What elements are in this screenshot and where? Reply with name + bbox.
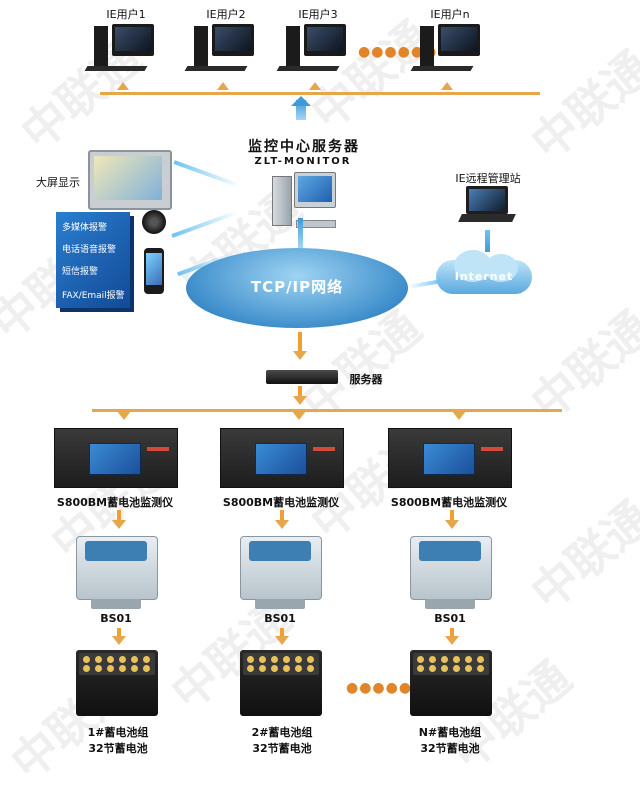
watermark: 中联通 xyxy=(520,490,640,621)
down-arrow-icon xyxy=(280,628,284,638)
bs01-label-2: BS01 xyxy=(264,612,296,625)
speaker-icon xyxy=(142,210,166,234)
monitor-server-subtitle: ZLT-MONITOR xyxy=(254,156,352,167)
network-up-arrow-head xyxy=(291,96,311,106)
battery-group-cells-2: 32节蓄电池 xyxy=(252,742,312,755)
monitor-label-1: S800BM蓄电池监测仪 xyxy=(56,496,174,509)
s800bm-monitor-device xyxy=(388,428,512,488)
ie-user-label-1: IE用户1 xyxy=(106,8,146,21)
remote-station-label: IE远程管理站 xyxy=(455,172,521,185)
monitor-bus-line xyxy=(92,409,562,412)
monitor-label-3: S800BM蓄电池监测仪 xyxy=(390,496,508,509)
down-arrow-icon xyxy=(112,636,126,645)
monitor-server-title: 监控中心服务器 xyxy=(248,139,360,155)
bs01-label-1: BS01 xyxy=(100,612,132,625)
up-arrow-icon xyxy=(217,82,229,90)
pc-workstation-icon xyxy=(410,24,482,74)
laptop-icon xyxy=(458,186,516,226)
big-screen-arrow xyxy=(173,160,241,188)
down-arrow-icon xyxy=(450,510,454,522)
internet-cloud: Internet xyxy=(436,250,532,294)
bs01-module-device xyxy=(410,536,492,609)
network-label: TCP/IP网络 xyxy=(250,278,344,296)
ie-user-label-2: IE用户2 xyxy=(206,8,246,21)
server-rack-icon xyxy=(266,370,338,384)
down-arrow-icon xyxy=(112,520,126,529)
down-arrow-icon xyxy=(298,332,302,352)
network-up-arrow xyxy=(296,100,306,120)
battery-group-cells-3: 32节蓄电池 xyxy=(420,742,480,755)
down-arrow-icon xyxy=(298,386,302,398)
alarm-sms: 短信报警 xyxy=(62,267,99,277)
down-arrow-icon xyxy=(450,628,454,638)
alarm-box: 多媒体报警 电话语音报警 短信报警 FAX/Email报警 xyxy=(56,212,130,308)
monitor-server-computer-icon xyxy=(268,172,338,230)
down-arrow-icon xyxy=(117,510,121,522)
alarm-fax-email: FAX/Email报警 xyxy=(62,291,125,301)
tcp-ip-network: TCP/IP网络 xyxy=(186,248,408,328)
up-arrow-icon xyxy=(309,82,321,90)
big-screen-label: 大屏显示 xyxy=(36,176,80,189)
up-arrow-icon xyxy=(117,82,129,90)
down-arrow-icon xyxy=(280,510,284,522)
battery-pack-icon xyxy=(76,650,158,716)
alarm-arrow xyxy=(171,210,239,238)
network-to-server-arrow xyxy=(298,218,303,248)
down-arrow-icon xyxy=(275,636,289,645)
ellipsis-dots: ●●●●●● xyxy=(346,680,426,696)
battery-group-name-1: 1#蓄电池组 xyxy=(87,726,149,739)
ellipsis-dots: ●●●●●● xyxy=(358,44,438,60)
battery-pack-icon xyxy=(240,650,322,716)
ie-users-bus-line xyxy=(100,92,540,95)
battery-pack-icon xyxy=(410,650,492,716)
down-arrow-icon xyxy=(293,396,307,405)
battery-group-name-3: N#蓄电池组 xyxy=(418,726,482,739)
down-arrow-icon xyxy=(293,351,307,360)
s800bm-monitor-device xyxy=(54,428,178,488)
laptop-arrow xyxy=(485,230,490,252)
big-screen-display-icon xyxy=(88,150,172,210)
down-arrow-icon xyxy=(117,628,121,638)
battery-group-cells-1: 32节蓄电池 xyxy=(88,742,148,755)
bs01-label-3: BS01 xyxy=(434,612,466,625)
pc-workstation-icon xyxy=(276,24,348,74)
phone-icon xyxy=(144,248,164,294)
ie-user-label-n: IE用户n xyxy=(430,8,470,21)
bs01-module-device xyxy=(240,536,322,609)
down-arrow-icon xyxy=(445,636,459,645)
down-arrow-icon xyxy=(292,411,306,420)
up-arrow-icon xyxy=(441,82,453,90)
pc-workstation-icon xyxy=(84,24,156,74)
down-arrow-icon xyxy=(275,520,289,529)
down-arrow-icon xyxy=(117,411,131,420)
alarm-phone-voice: 电话语音报警 xyxy=(62,245,117,255)
pc-workstation-icon xyxy=(184,24,256,74)
battery-group-name-2: 2#蓄电池组 xyxy=(251,726,313,739)
down-arrow-icon xyxy=(445,520,459,529)
alarm-multimedia: 多媒体报警 xyxy=(62,223,108,233)
watermark: 中联通 xyxy=(520,40,640,171)
bs01-module-device xyxy=(76,536,158,609)
ie-user-label-3: IE用户3 xyxy=(298,8,338,21)
monitor-label-2: S800BM蓄电池监测仪 xyxy=(222,496,340,509)
s800bm-monitor-device xyxy=(220,428,344,488)
down-arrow-icon xyxy=(452,411,466,420)
server-label: 服务器 xyxy=(349,373,383,386)
internet-label: Internet xyxy=(454,270,514,283)
